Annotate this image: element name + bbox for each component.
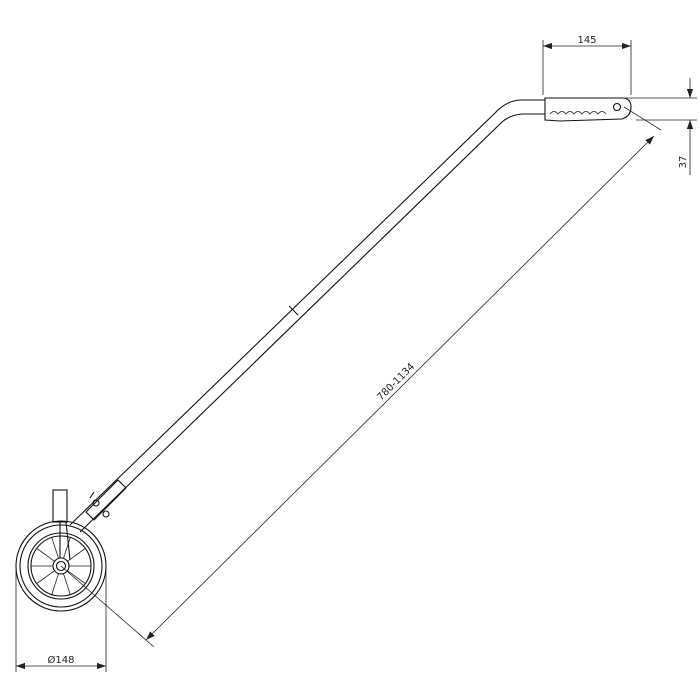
wheel-spoke — [67, 570, 86, 584]
wheel — [15, 520, 107, 612]
clamp-bracket — [85, 479, 127, 521]
dimension-label-handle-length: 780-1134 — [375, 361, 417, 403]
wheel-spoke — [51, 573, 59, 595]
dimension-label-grip-length: 145 — [577, 35, 596, 46]
wheel-fork — [59, 521, 71, 561]
wheel-spoke — [36, 548, 55, 562]
dimension-grip-height: 37 — [625, 78, 697, 175]
dimension-label-wheel-diameter: Ø148 — [48, 654, 75, 666]
wheel-spoke — [51, 537, 59, 559]
handle-shaft — [69, 99, 545, 533]
wheel-spoke — [36, 570, 55, 584]
dimension-label-grip-height: 37 — [678, 156, 689, 169]
dimension-handle-length: 780-1134 — [60, 106, 662, 648]
dimension-grip-length: 145 — [542, 35, 632, 95]
wheel-spoke — [63, 537, 71, 559]
handle-grip — [544, 97, 632, 122]
vertical-post — [52, 489, 68, 523]
dimension-wheel-diameter: Ø148 — [15, 570, 107, 672]
wheel-spoke — [63, 573, 71, 595]
